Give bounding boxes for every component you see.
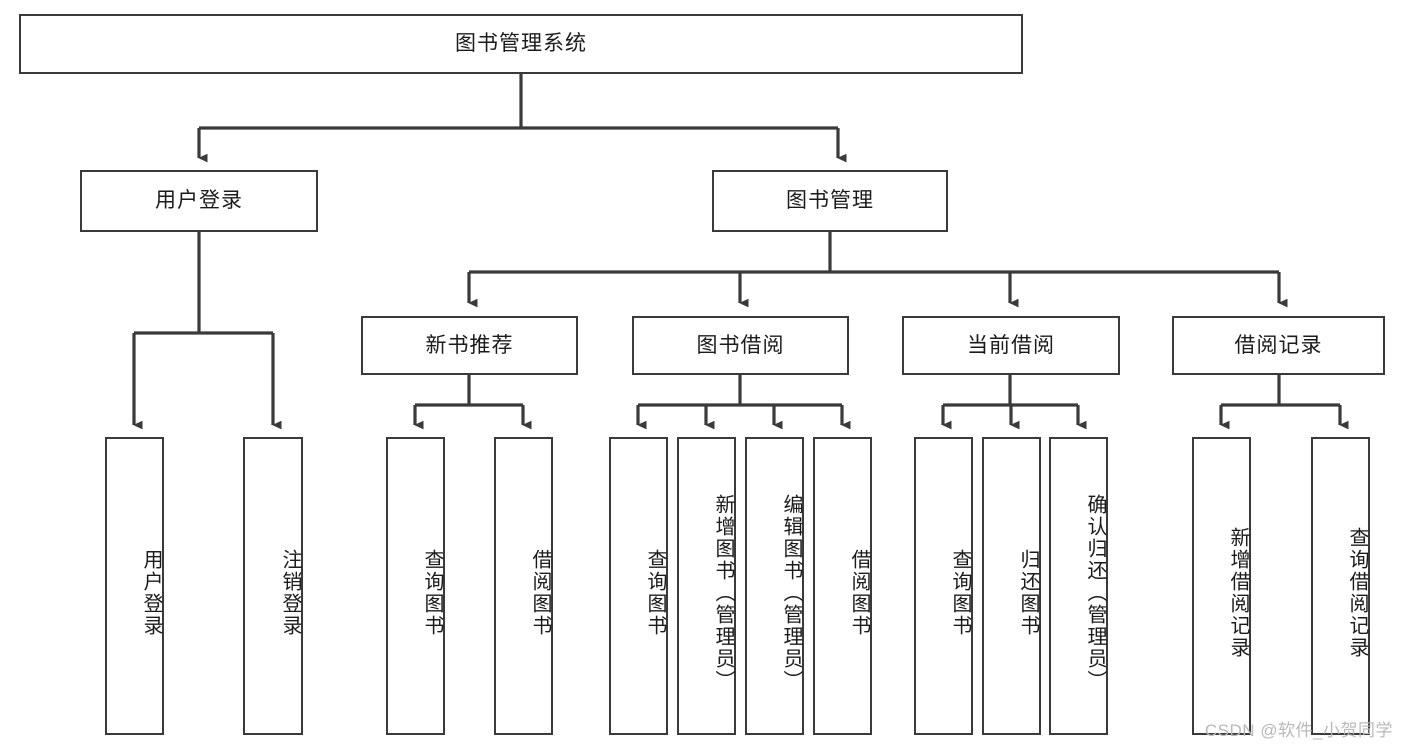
node-user-login[interactable]: 用户登录 [80,170,318,232]
node-label: 当前借阅 [967,333,1055,357]
leaf-book-borrow-borrow[interactable]: 借阅图书 [813,437,872,735]
node-borrow-record[interactable]: 借阅记录 [1172,316,1385,375]
node-label: 新增借阅记录 [1227,527,1249,659]
leaf-current-borrow-confirm[interactable]: 确认归还（管理员） [1049,437,1108,735]
leaf-current-borrow-return[interactable]: 归还图书 [982,437,1041,735]
leaf-new-book-query[interactable]: 查询图书 [386,437,445,735]
node-label: 编辑图书（管理员） [780,494,802,692]
leaf-user-login-logout[interactable]: 注销登录 [243,437,303,735]
node-label: 图书管理 [786,189,874,213]
node-book-management[interactable]: 图书管理 [712,170,948,232]
node-label: 图书借阅 [696,333,785,357]
leaf-book-borrow-edit[interactable]: 编辑图书（管理员） [745,437,804,735]
leaf-borrow-record-query[interactable]: 查询借阅记录 [1311,437,1370,735]
node-label: 查询图书 [644,549,666,637]
leaf-book-borrow-query[interactable]: 查询图书 [609,437,668,735]
node-current-borrow[interactable]: 当前借阅 [902,316,1120,375]
node-new-book-recommend[interactable]: 新书推荐 [361,316,578,375]
node-label: 图书管理系统 [455,32,587,56]
node-root-system[interactable]: 图书管理系统 [19,14,1023,74]
node-label: 用户登录 [140,549,162,637]
leaf-book-borrow-add[interactable]: 新增图书（管理员） [677,437,736,735]
node-book-borrow[interactable]: 图书借阅 [632,316,849,375]
leaf-user-login-login[interactable]: 用户登录 [105,437,164,735]
node-label: 借阅图书 [848,549,870,637]
node-label: 借阅记录 [1234,333,1323,357]
leaf-current-borrow-query[interactable]: 查询图书 [914,437,973,735]
node-label: 归还图书 [1017,549,1039,637]
node-label: 用户登录 [155,189,243,213]
leaf-new-book-borrow[interactable]: 借阅图书 [494,437,553,735]
node-label: 借阅图书 [529,549,551,637]
node-label: 新增图书（管理员） [712,494,734,692]
csdn-watermark: CSDN @软件_小贺同学 [1204,721,1393,740]
node-label: 查询图书 [949,549,971,637]
node-label: 新书推荐 [425,333,514,357]
node-label: 查询图书 [421,549,443,637]
node-label: 注销登录 [279,549,301,637]
node-label: 确认归还（管理员） [1084,494,1106,692]
node-label: 查询借阅记录 [1346,527,1368,659]
leaf-borrow-record-add[interactable]: 新增借阅记录 [1192,437,1251,735]
